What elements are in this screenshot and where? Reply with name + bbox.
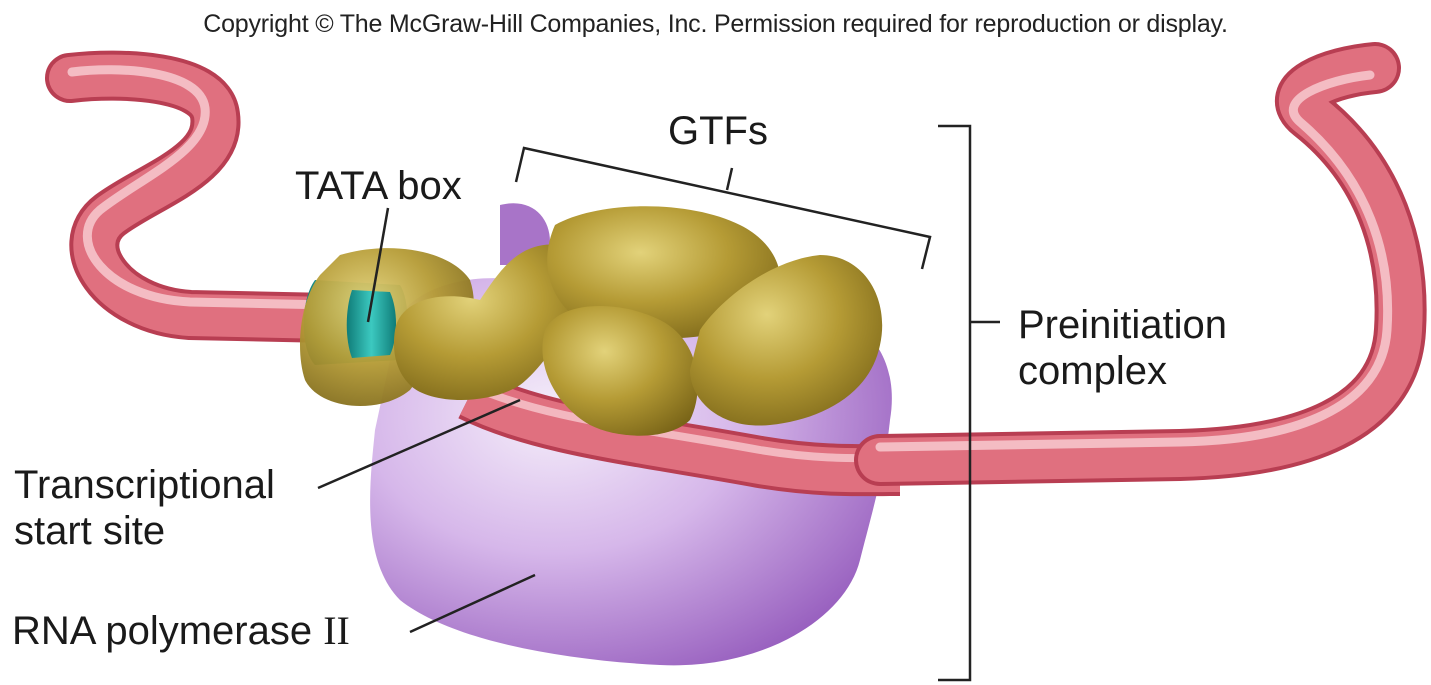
- rna-polymerase-ii-label: RNA polymerase II: [12, 608, 350, 654]
- rna-polymerase-text: RNA polymerase: [12, 609, 323, 653]
- tata-box-label: TATA box: [295, 163, 462, 209]
- transcriptional-label-line2: start site: [14, 508, 275, 554]
- preinitiation-label-line2: complex: [1018, 348, 1227, 394]
- gtfs-label: GTFs: [668, 108, 768, 154]
- transcriptional-label-line1: Transcriptional: [14, 462, 275, 508]
- preinitiation-complex-label: Preinitiation complex: [1018, 302, 1227, 394]
- preinitiation-bracket: [938, 126, 1000, 680]
- rna-polymerase-numeral: II: [323, 608, 350, 653]
- transcriptional-start-site-label: Transcriptional start site: [14, 462, 275, 554]
- preinitiation-label-line1: Preinitiation: [1018, 302, 1227, 348]
- dna-strand-left: [70, 70, 330, 318]
